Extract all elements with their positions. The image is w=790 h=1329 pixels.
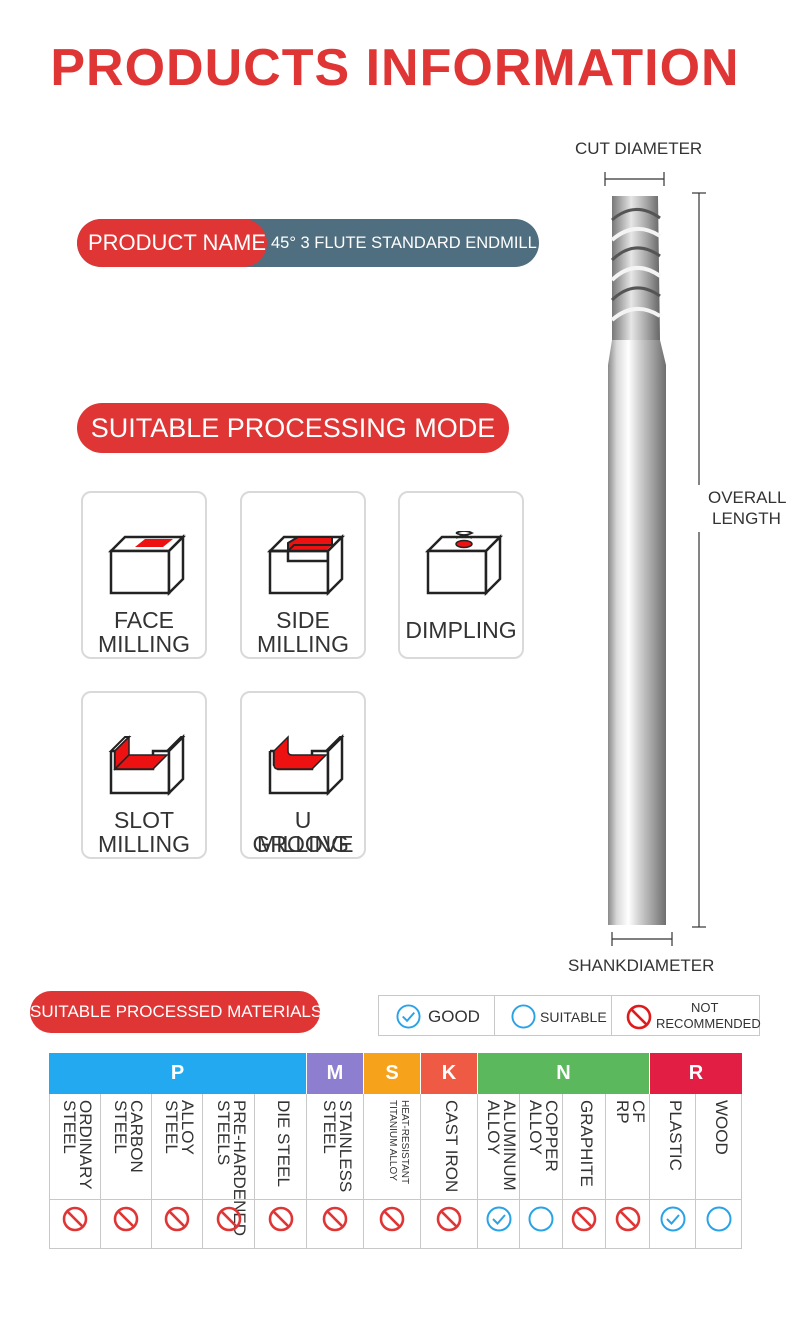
mode-caption: MILLING [256, 831, 350, 857]
overall-length-label: OVERALL [708, 488, 787, 507]
mode-card-dimpling: DIMPLING [398, 491, 524, 659]
legend-good-label: GOOD [428, 1007, 480, 1026]
group-header-r: R [650, 1053, 742, 1094]
cut-diameter-label: CUT DIAMETER [575, 139, 703, 158]
mode-caption: MILLING [97, 631, 191, 657]
legend-recommended-label: RECOMMENDED [656, 1016, 761, 1031]
material-column: CAST IRON [421, 1094, 478, 1249]
material-name: CAST IRON [442, 1100, 461, 1193]
material-name: PLASTIC [665, 1100, 685, 1171]
circle-icon [706, 1206, 731, 1232]
circle-icon [511, 1004, 536, 1029]
prohibited-icon [571, 1206, 597, 1232]
prohibited-icon [379, 1206, 405, 1232]
prohibited-icon [113, 1206, 139, 1232]
material-column: WOOD [696, 1094, 742, 1249]
mode-card-u-groove-milling: U GROOVE MILLING [240, 691, 366, 859]
material-column: GRAPHITE [563, 1094, 606, 1249]
material-name: RP [612, 1100, 632, 1124]
prohibited-icon [164, 1206, 190, 1232]
rating-legend: GOOD SUITABLE NOT RECOMMENDED [378, 995, 761, 1036]
material-column: PLASTIC [650, 1094, 696, 1249]
mode-card-side-milling: SIDE MILLING [240, 491, 366, 659]
mode-caption: MILLING [97, 831, 191, 857]
mode-card-face-milling: FACE MILLING [81, 491, 207, 659]
legend-not-recommended: NOT RECOMMENDED [612, 996, 761, 1035]
group-header-k: K [421, 1053, 477, 1094]
dimpling-icon [424, 531, 504, 597]
prohibited-icon [268, 1206, 293, 1232]
material-name: STEEL [320, 1100, 339, 1154]
group-header-p: P [49, 1053, 306, 1094]
material-name: GRAPHITE [577, 1100, 596, 1187]
product-name-banner: PRODUCT NAME 45° 3 FLUTE STANDARD ENDMIL… [77, 219, 539, 267]
table-divider [49, 1199, 742, 1200]
check-circle-icon [660, 1206, 685, 1232]
prohibited-icon [216, 1206, 241, 1232]
side-milling-icon [266, 533, 346, 597]
check-circle-icon [396, 1004, 421, 1029]
group-header-n: N [478, 1053, 649, 1094]
group-header-s: S [364, 1053, 420, 1094]
circle-icon [528, 1206, 554, 1232]
legend-good: GOOD [379, 996, 495, 1035]
materials-heading: SUITABLE PROCESSED MATERIALS [30, 991, 322, 1033]
product-name-value: 45° 3 FLUTE STANDARD ENDMILL [271, 234, 537, 252]
endmill-illustration [604, 172, 706, 946]
mode-caption: SIDE [276, 607, 330, 633]
group-header-m: M [307, 1053, 363, 1094]
prohibited-icon [436, 1206, 462, 1232]
mode-caption: DIMPLING [405, 617, 517, 643]
processing-mode-heading: SUITABLE PROCESSING MODE [77, 403, 509, 453]
material-name: DIE STEEL [273, 1100, 293, 1187]
product-name-label: PRODUCT NAME [77, 219, 267, 267]
mode-card-slot-milling: SLOT MILLING [81, 691, 207, 859]
material-name: STEEL [162, 1100, 181, 1154]
u-groove-milling-icon [268, 733, 345, 797]
material-name: ALLOY [526, 1100, 545, 1155]
material-name: TITANIUM ALLOY [387, 1100, 398, 1181]
legend-suitable-label: SUITABLE [540, 1009, 607, 1025]
material-column: DIE STEEL [255, 1094, 307, 1249]
check-circle-icon [486, 1206, 511, 1232]
prohibited-icon [62, 1206, 88, 1232]
slot-milling-icon [108, 733, 186, 797]
material-name: STEELS [213, 1100, 233, 1166]
material-name: WOOD [711, 1100, 731, 1155]
mode-caption: U GROOVE [252, 807, 354, 857]
page-title: PRODUCTS INFORMATION [50, 39, 740, 97]
material-name: STEEL [60, 1100, 79, 1154]
shank-diameter-label: SHANKDIAMETER [568, 956, 715, 975]
legend-not-label: NOT [691, 1000, 719, 1015]
face-milling-icon [107, 533, 187, 597]
legend-suitable: SUITABLE [495, 996, 612, 1035]
mode-caption: SLOT [113, 807, 175, 833]
mode-caption: MILLING [256, 631, 350, 657]
prohibited-icon [626, 1004, 652, 1030]
overall-length-label: LENGTH [712, 509, 781, 528]
prohibited-icon [615, 1206, 640, 1232]
material-name: STEEL [111, 1100, 130, 1154]
mode-caption: FACE [113, 607, 175, 633]
material-name: ALLOY [483, 1100, 503, 1155]
prohibited-icon [322, 1206, 348, 1232]
